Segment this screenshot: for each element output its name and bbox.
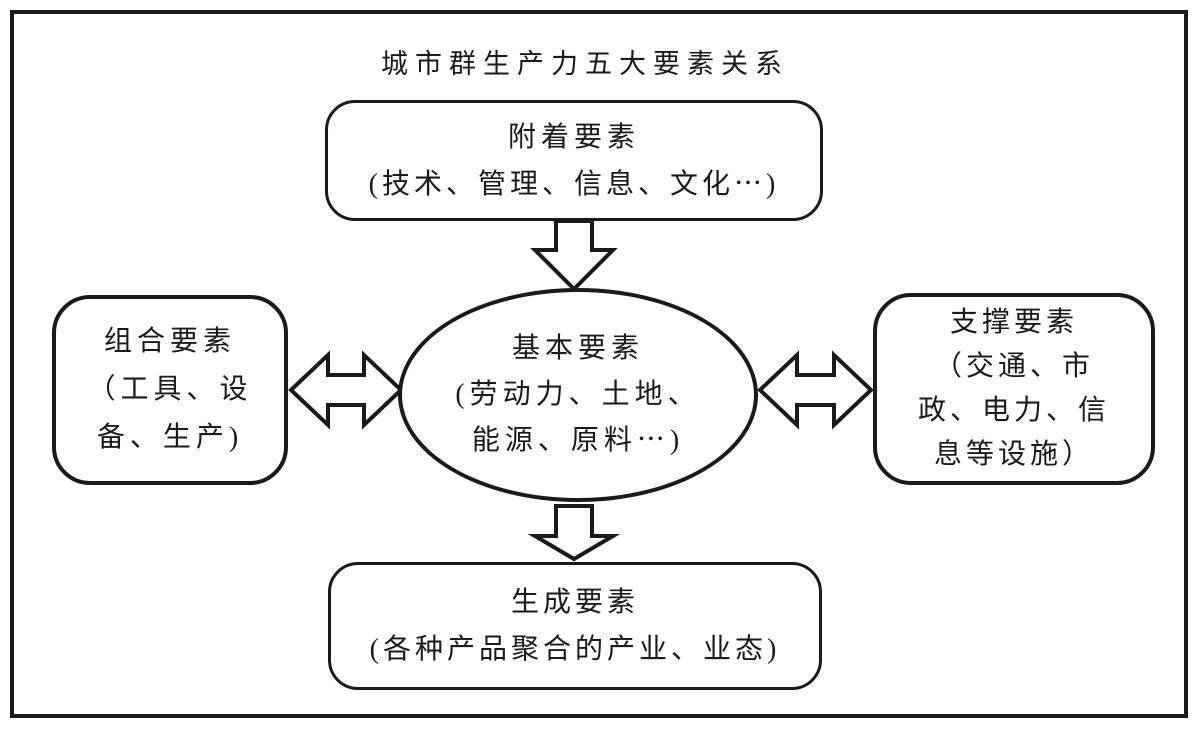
outer-border xyxy=(10,10,1188,718)
node-combination-detail-line1: （工具、设 xyxy=(87,374,253,405)
node-attached-title: 附着要素 xyxy=(507,121,640,153)
diagram-title: 城市群生产力五大要素关系 xyxy=(381,49,789,79)
node-generated-detail: (各种产品聚合的产业、业态) xyxy=(369,634,781,665)
node-support-elements: 支撑要素 （交通、市 政、电力、信 息等设施） xyxy=(873,293,1155,485)
node-attached-elements: 附着要素 (技术、管理、信息、文化⋯) xyxy=(325,100,823,221)
node-combination-elements: 组合要素 （工具、设 备、生产) xyxy=(52,295,288,485)
node-generated-elements: 生成要素 (各种产品聚合的产业、业态) xyxy=(328,562,822,690)
node-combination-title: 组合要素 xyxy=(103,326,236,357)
node-basic-detail-line1: (劳动力、土地、 xyxy=(455,379,701,410)
node-attached-detail: (技术、管理、信息、文化⋯) xyxy=(368,168,780,200)
node-generated-title: 生成要素 xyxy=(510,587,639,618)
node-support-detail-line3: 息等设施） xyxy=(933,439,1094,470)
node-basic-elements: 基本要素 (劳动力、土地、 能源、原料⋯) xyxy=(398,288,758,502)
node-support-detail-line1: （交通、市 xyxy=(933,351,1094,382)
node-combination-detail-line2: 备、生产) xyxy=(96,422,244,453)
node-support-title: 支撑要素 xyxy=(949,307,1078,338)
node-support-detail-line2: 政、电力、信 xyxy=(917,395,1110,426)
node-basic-title: 基本要素 xyxy=(511,333,644,364)
node-basic-detail-line2: 能源、原料⋯) xyxy=(471,425,685,456)
